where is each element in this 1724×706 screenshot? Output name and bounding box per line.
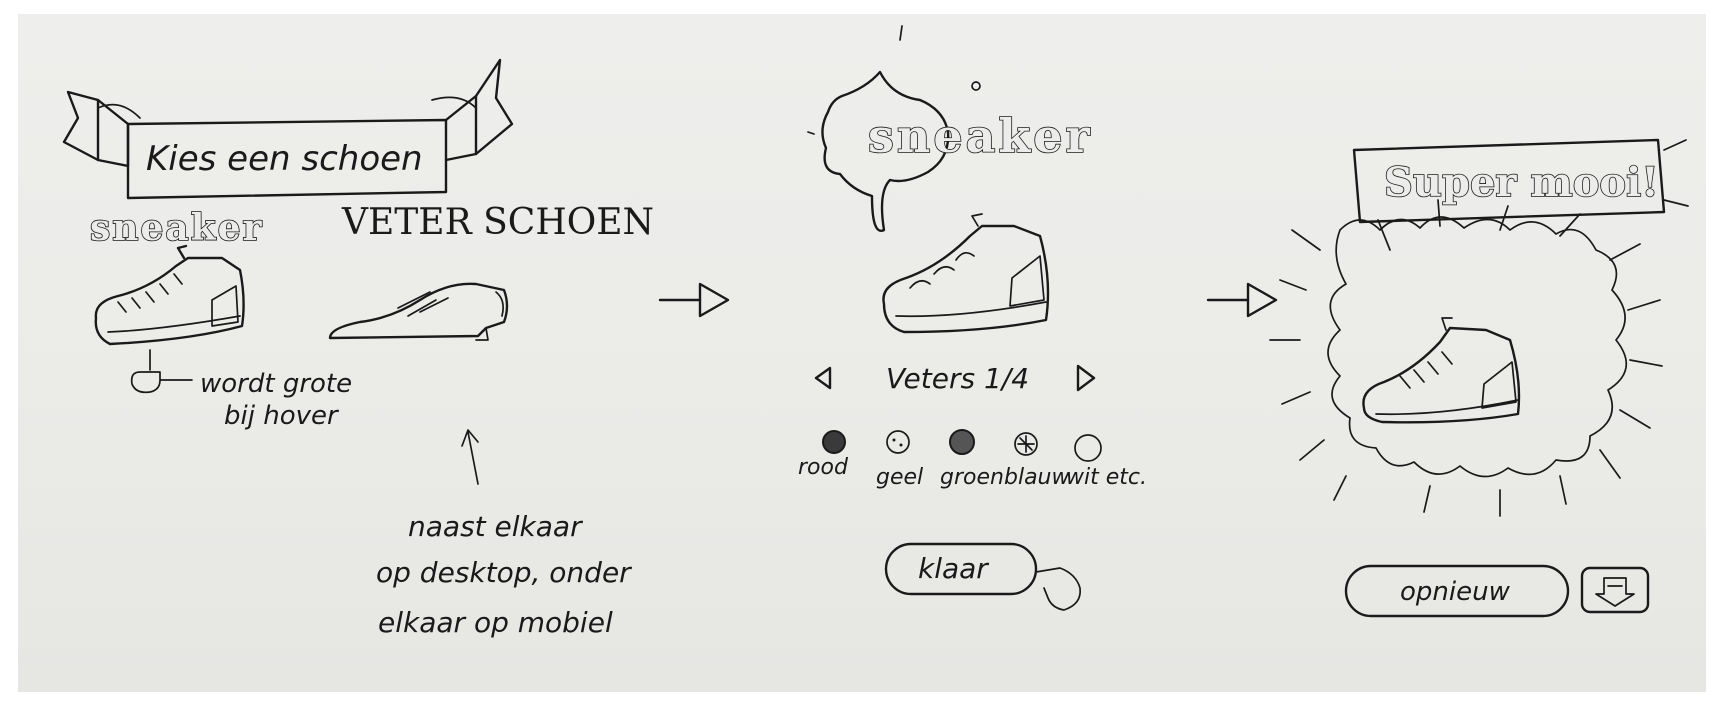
paper-background [18, 14, 1706, 692]
color-label-groen: groen [940, 465, 1004, 490]
panel-customize: sneaker Veters 1/4 rood geel [798, 25, 1147, 611]
ink-splat-decoration [807, 25, 981, 232]
layout-note-line2: op desktop, onder [376, 556, 632, 589]
hover-note-line1: wordt grote [200, 369, 352, 399]
done-button[interactable]: klaar [884, 542, 1038, 596]
restart-button-label: opnieuw [1400, 577, 1511, 607]
color-label-blauw: blauw [1004, 465, 1071, 490]
color-label-geel: geel [876, 465, 923, 490]
done-button-label: klaar [918, 552, 989, 585]
result-banner: Super mooi! [1352, 138, 1689, 224]
result-title: Super mooi! [1384, 159, 1659, 206]
layout-annotation: naast elkaar op desktop, onder elkaar op… [376, 429, 632, 639]
download-icon [1595, 577, 1635, 607]
panel-result: Super mooi! opnieuw [1269, 138, 1689, 618]
layout-note-line1: naast elkaar [408, 510, 583, 543]
color-option-blauw[interactable]: blauw [1004, 432, 1071, 490]
up-arrow-icon [461, 429, 479, 485]
next-arrow-icon[interactable] [1076, 364, 1096, 392]
step-label: Veters 1/4 [886, 362, 1029, 395]
ribbon-banner: Kies een schoen [62, 58, 514, 200]
burst-decoration [1269, 199, 1663, 517]
layout-note-line3: elkaar op mobiel [378, 606, 613, 639]
preview-sneaker-icon [882, 213, 1050, 334]
color-label-rood: rood [798, 455, 849, 480]
hover-annotation: wordt grote bij hover [130, 349, 352, 431]
option-veterschoen-label[interactable]: VETER SCHOEN [341, 202, 654, 243]
color-option-wit[interactable]: wit etc. [1066, 434, 1147, 490]
color-option-rood[interactable]: rood [798, 430, 849, 480]
restart-button[interactable]: opnieuw [1344, 564, 1570, 618]
flow-arrow-icon [1206, 282, 1278, 318]
color-swatches: rood geel groen blauw wit etc. [798, 429, 1147, 490]
prev-arrow-icon[interactable] [814, 366, 832, 390]
flow-arrow-icon [658, 282, 730, 318]
color-option-groen[interactable]: groen [940, 429, 1004, 490]
color-label-wit: wit etc. [1066, 465, 1147, 490]
color-option-geel[interactable]: geel [876, 430, 923, 490]
pointing-hand-icon [1035, 567, 1082, 611]
hover-note-line2: bij hover [224, 401, 340, 431]
result-sneaker-icon [1362, 317, 1521, 424]
step-navigator: Veters 1/4 [814, 362, 1096, 395]
panel-choose-shoe: Kies een schoen sneaker VETER SCHOEN wor… [62, 58, 654, 639]
download-button[interactable] [1580, 566, 1650, 614]
banner-title: Kies een schoen [146, 139, 423, 179]
sneaker-shoe-icon[interactable] [94, 244, 245, 346]
veterschoen-shoe-icon[interactable] [328, 282, 509, 341]
option-sneaker-label[interactable]: sneaker [89, 206, 264, 250]
product-title: sneaker [868, 109, 1093, 163]
